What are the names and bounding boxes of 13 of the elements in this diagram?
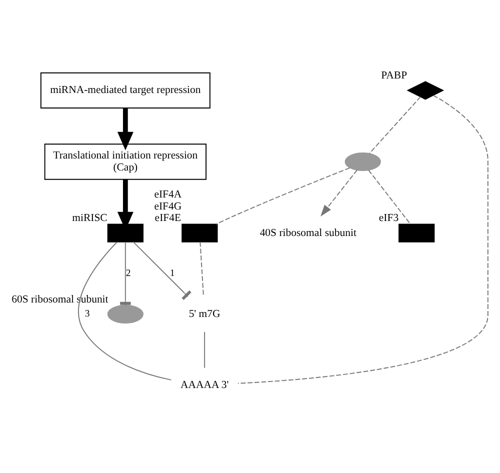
edge-label: 1	[170, 268, 175, 280]
node-text: 40S ribosomal subunit	[260, 226, 356, 239]
node-label: eIF3	[378, 212, 399, 224]
node-label: eIF4A	[154, 188, 182, 201]
edge-label: 3	[84, 308, 90, 320]
node-label: miRISC	[72, 212, 108, 224]
node-label: PABP	[381, 70, 408, 82]
node-text: AAAAA 3'	[180, 379, 229, 392]
node-label: 60S ribosomal subunit	[12, 293, 108, 306]
node-label: eIF4E	[154, 212, 182, 224]
edge-label: 2	[126, 268, 131, 280]
node-label: eIF4G	[154, 200, 182, 212]
node-text: 5' m7G	[188, 308, 220, 320]
